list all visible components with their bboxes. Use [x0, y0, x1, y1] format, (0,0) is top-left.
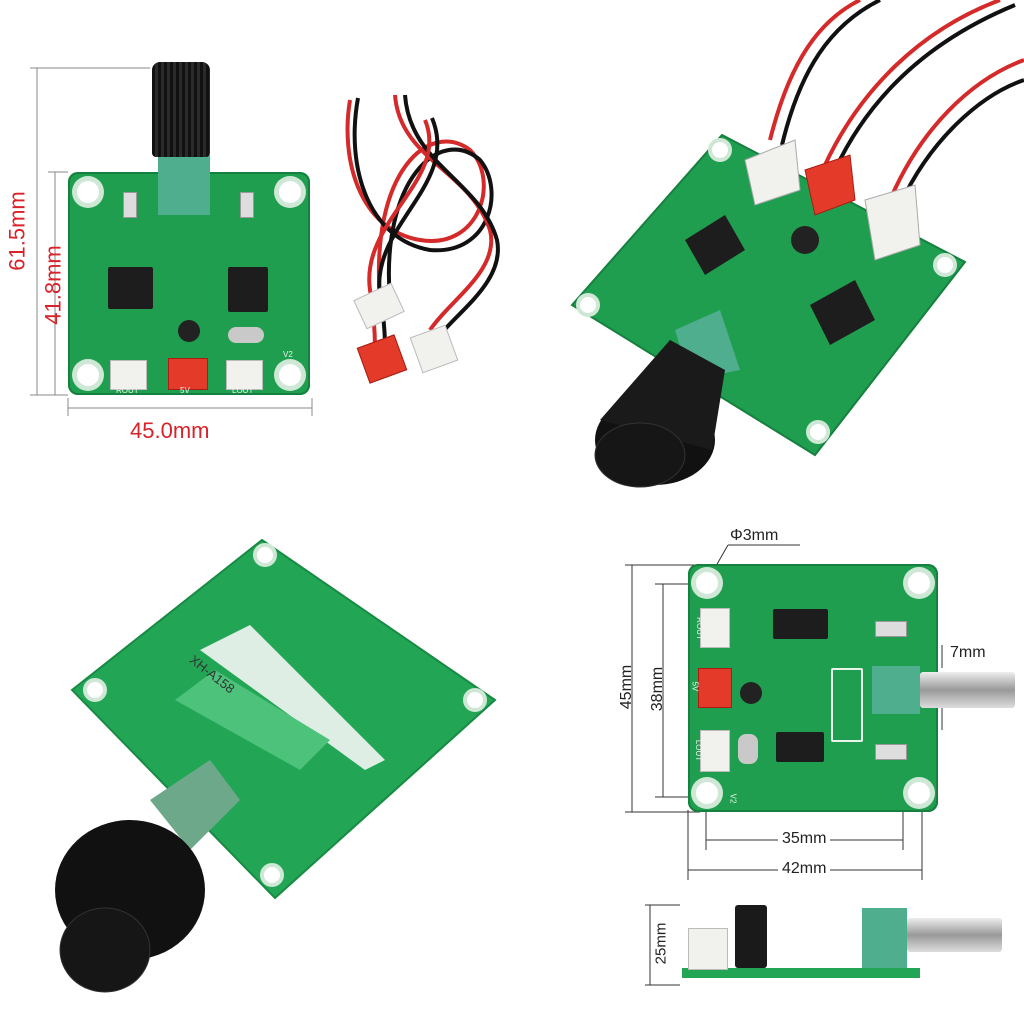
- side-shaft: [907, 918, 1002, 952]
- hole-spacing-vertical-dimension: 38mm: [649, 666, 667, 712]
- lout-connector: [700, 730, 730, 772]
- board-width-label: 45.0mm: [130, 418, 210, 443]
- version-label: V2: [728, 793, 738, 804]
- board-height-dimension: 45mm: [618, 664, 636, 710]
- amplifier-chip: [773, 609, 828, 639]
- potentiometer-body: [158, 155, 210, 215]
- capacitor: [740, 682, 762, 704]
- next-button[interactable]: [240, 192, 254, 218]
- amplifier-chip: [108, 267, 153, 309]
- hole-diameter-label: Φ3mm: [730, 527, 779, 544]
- board-width-dimension: 42mm: [778, 860, 831, 878]
- rout-connector: [110, 360, 147, 390]
- volume-knob[interactable]: [152, 62, 210, 157]
- lout-label: LOUT: [232, 386, 254, 395]
- rout-label: ROUT: [116, 386, 139, 395]
- lout-label: LOUT: [694, 739, 704, 762]
- side-capacitor: [735, 905, 767, 968]
- rout-label: ROUT: [694, 617, 704, 640]
- prev-button[interactable]: [875, 744, 907, 760]
- crystal: [228, 327, 264, 343]
- power-connector: [168, 358, 208, 390]
- bluetooth-chip: [228, 267, 268, 312]
- side-potentiometer: [862, 908, 907, 968]
- crystal: [738, 734, 758, 764]
- lout-connector: [226, 360, 263, 390]
- shaft-diameter-label: 7mm: [950, 644, 986, 661]
- next-button[interactable]: [875, 621, 907, 637]
- potentiometer-shaft[interactable]: [920, 672, 1015, 708]
- version-label: V2: [283, 350, 293, 359]
- bluetooth-chip: [776, 732, 824, 762]
- power-label: 5V: [690, 681, 700, 692]
- hole-spacing-horizontal-dimension: 35mm: [778, 830, 831, 848]
- power-label: 5V: [180, 386, 190, 395]
- potentiometer-body: [872, 666, 920, 714]
- rout-connector: [700, 608, 730, 648]
- side-height-dimension: 25mm: [652, 922, 670, 965]
- side-connector: [688, 928, 728, 970]
- pcb-front: ROUT 5V LOUT V2: [68, 172, 310, 395]
- antenna-trace: [831, 668, 863, 742]
- prev-button[interactable]: [123, 192, 137, 218]
- capacitor: [178, 320, 200, 342]
- power-connector: [698, 668, 732, 708]
- pcb-side-view: [682, 968, 920, 978]
